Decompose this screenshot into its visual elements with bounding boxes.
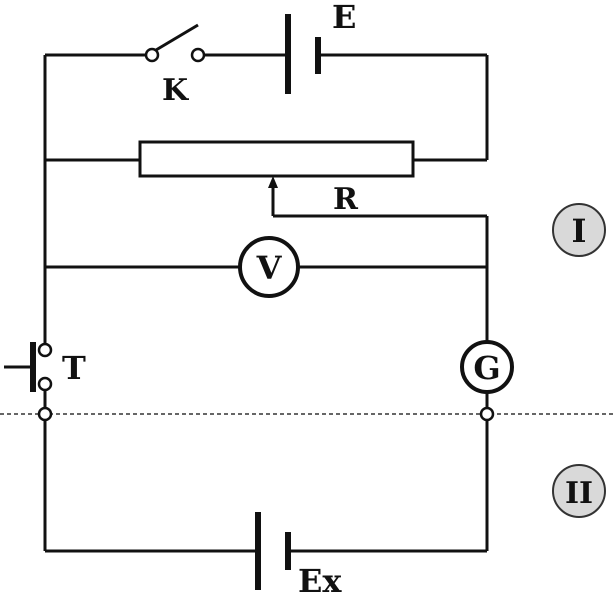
top-loop-wires	[43, 53, 489, 345]
svg-text:I: I	[572, 212, 587, 250]
bottom-loop-wires	[43, 420, 489, 553]
voltmeter	[238, 236, 300, 298]
label-g: G	[473, 349, 500, 387]
label-k: K	[162, 73, 189, 108]
rheostat-r	[45, 140, 487, 178]
terminal-right	[479, 406, 495, 422]
battery-e	[285, 14, 321, 94]
region-badge-1: I	[552, 203, 606, 257]
region-badge-2: II	[552, 464, 606, 518]
switch-k	[144, 23, 206, 63]
label-e: E	[332, 0, 356, 36]
label-ex: Ex	[298, 562, 342, 594]
svg-text:II: II	[565, 476, 593, 511]
rheostat-slider	[268, 176, 489, 344]
terminal-left	[37, 406, 53, 422]
key-t	[4, 342, 53, 408]
battery-ex	[255, 512, 291, 590]
label-t: T	[62, 349, 86, 387]
label-v: V	[256, 249, 283, 287]
label-r: R	[333, 182, 359, 217]
